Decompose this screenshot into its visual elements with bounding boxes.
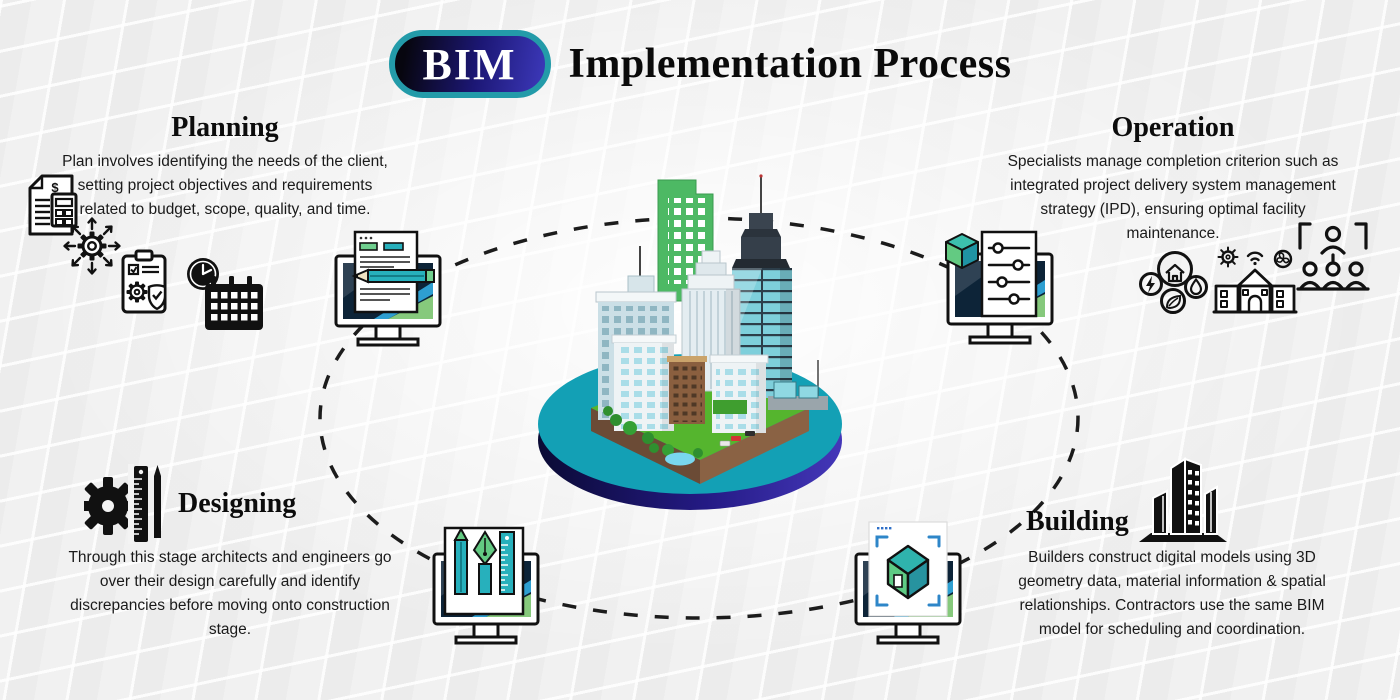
building-body: Builders construct digital models using … [1018, 549, 1326, 639]
city-skyline-icon [1138, 457, 1227, 542]
smart-facility-building-icon [1212, 246, 1298, 314]
planning-monitor-document-pencil-icon [334, 230, 442, 347]
building-heading-row: Building [1026, 454, 1229, 548]
designing-monitor-drafting-tools-icon [432, 526, 540, 645]
operation-body: Specialists manage completion criterion … [1007, 153, 1339, 243]
planning-heading: Planning [171, 112, 279, 143]
gear-arrows-icon [63, 217, 121, 275]
building-monitor-3d-house-icon [854, 521, 962, 645]
svg-text:$: $ [51, 180, 59, 195]
page-title: Implementation Process [568, 41, 1012, 87]
utilities-eco-circles-icon [1139, 251, 1208, 314]
section-building: Builders construct digital models using … [1002, 546, 1342, 642]
planning-body: Plan involves identifying the needs of t… [62, 153, 388, 219]
header: BIM Implementation Process [0, 30, 1400, 98]
team-management-icon [1296, 222, 1370, 291]
gear-ruler-pencil-icon [84, 464, 161, 544]
planning-icons: $ [28, 174, 263, 330]
operation-heading: Operation [1111, 112, 1235, 143]
building-heading: Building [1026, 506, 1129, 537]
operation-icons [1139, 222, 1370, 314]
clock-calendar-icon [187, 258, 263, 330]
operation-monitor-settings-cube-icon [945, 230, 1054, 345]
section-planning: Planning Plan involves identifying the n… [52, 112, 398, 222]
designing-heading: Designing [178, 488, 297, 519]
clipboard-quality-icon [121, 249, 167, 314]
bim-badge: BIM [388, 30, 551, 98]
invoice-calculator-icon: $ [28, 174, 78, 236]
section-operation: Operation Specialists manage completion … [1000, 112, 1346, 246]
designing-body: Through this stage architects and engine… [68, 549, 392, 639]
city-illustration [538, 174, 842, 510]
designing-heading-row: Designing [84, 460, 296, 548]
section-designing: Through this stage architects and engine… [60, 546, 400, 642]
bim-badge-label: BIM [422, 39, 517, 89]
